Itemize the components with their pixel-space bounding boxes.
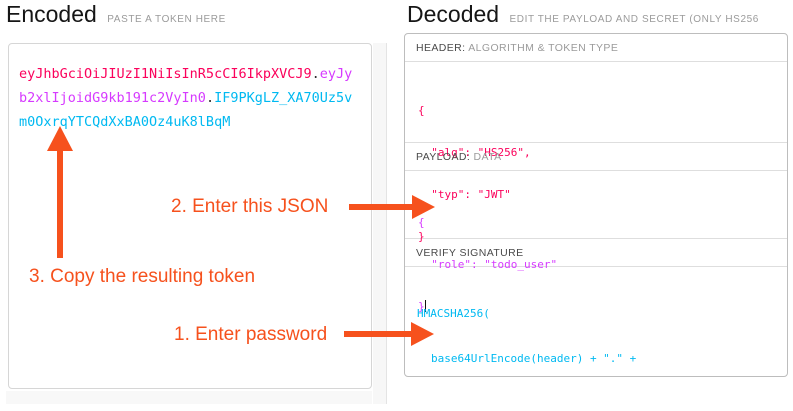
decoded-panel: HEADER: ALGORITHM & TOKEN TYPE { "alg": … bbox=[404, 33, 788, 377]
payload-section-bar: PAYLOAD: DATA bbox=[405, 143, 787, 171]
jwt-header-segment: eyJhbGciOiJIUzI1NiIsInR5cCI6IkpXVCJ9 bbox=[19, 66, 312, 82]
annotation-step1-label: 1. Enter password bbox=[174, 324, 328, 345]
annotation-step1-arrow-head bbox=[411, 322, 434, 346]
text-cursor bbox=[424, 300, 426, 312]
header-json-line: { bbox=[418, 104, 425, 117]
vertical-scrollbar-track[interactable] bbox=[373, 43, 387, 404]
payload-json-line: } bbox=[418, 300, 426, 313]
payload-json-line: "role": "todo_user" bbox=[418, 258, 558, 271]
encoded-token-editor[interactable]: eyJhbGciOiJIUzI1NiIsInR5cCI6IkpXVCJ9.eyJ… bbox=[8, 43, 372, 389]
annotation-step1-arrow-shaft bbox=[344, 331, 412, 337]
header-json-editor[interactable]: { "alg": "HS256", "typ": "JWT" } bbox=[405, 62, 787, 243]
payload-json-editor[interactable]: { "role": "todo_user" } bbox=[405, 171, 787, 313]
jwt-payload-segment: eyJyb2xlIjoidG9kb191c2VyIn0 bbox=[19, 66, 353, 106]
header-section-label: HEADER: bbox=[416, 42, 466, 54]
signature-section-label: VERIFY SIGNATURE bbox=[416, 247, 524, 259]
signature-section-bar: VERIFY SIGNATURE bbox=[405, 239, 787, 267]
jwt-separator-2: . bbox=[205, 90, 215, 106]
encoded-header: Encoded PASTE A TOKEN HERE bbox=[6, 1, 226, 28]
payload-json-line: { bbox=[418, 216, 425, 229]
annotation-step2-label: 2. Enter this JSON bbox=[171, 196, 329, 217]
annotation-step2-arrow-head bbox=[412, 195, 435, 219]
annotation-step3-arrow-shaft bbox=[57, 149, 63, 258]
signature-editor: HMACSHA256( base64UrlEncode(header) + ".… bbox=[405, 267, 787, 376]
header-section-bar: HEADER: ALGORITHM & TOKEN TYPE bbox=[405, 34, 787, 62]
encoded-title: Encoded bbox=[6, 1, 97, 27]
signature-code-line: base64UrlEncode(header) + "." + bbox=[431, 352, 637, 365]
jwt-token-text: eyJhbGciOiJIUzI1NiIsInR5cCI6IkpXVCJ9.eyJ… bbox=[19, 62, 357, 134]
annotation-step2-arrow-shaft bbox=[349, 204, 413, 210]
header-json-line: } bbox=[418, 230, 425, 243]
decoded-title: Decoded bbox=[407, 1, 500, 27]
payload-section-sublabel: DATA bbox=[473, 151, 502, 163]
annotation-step3-label: 3. Copy the resulting token bbox=[29, 266, 256, 287]
signature-code-line: HMACSHA256( bbox=[417, 307, 490, 320]
payload-section-label: PAYLOAD: bbox=[416, 151, 471, 163]
encoded-subtitle: PASTE A TOKEN HERE bbox=[107, 14, 226, 25]
header-json-line: "alg": "HS256", bbox=[418, 146, 531, 159]
annotation-step3-arrow-head bbox=[47, 126, 73, 151]
header-section-sublabel: ALGORITHM & TOKEN TYPE bbox=[468, 42, 619, 54]
horizontal-scrollbar-track[interactable] bbox=[6, 391, 372, 404]
jwt-separator-1: . bbox=[311, 66, 320, 82]
header-json-line: "typ": "JWT" bbox=[418, 188, 511, 201]
